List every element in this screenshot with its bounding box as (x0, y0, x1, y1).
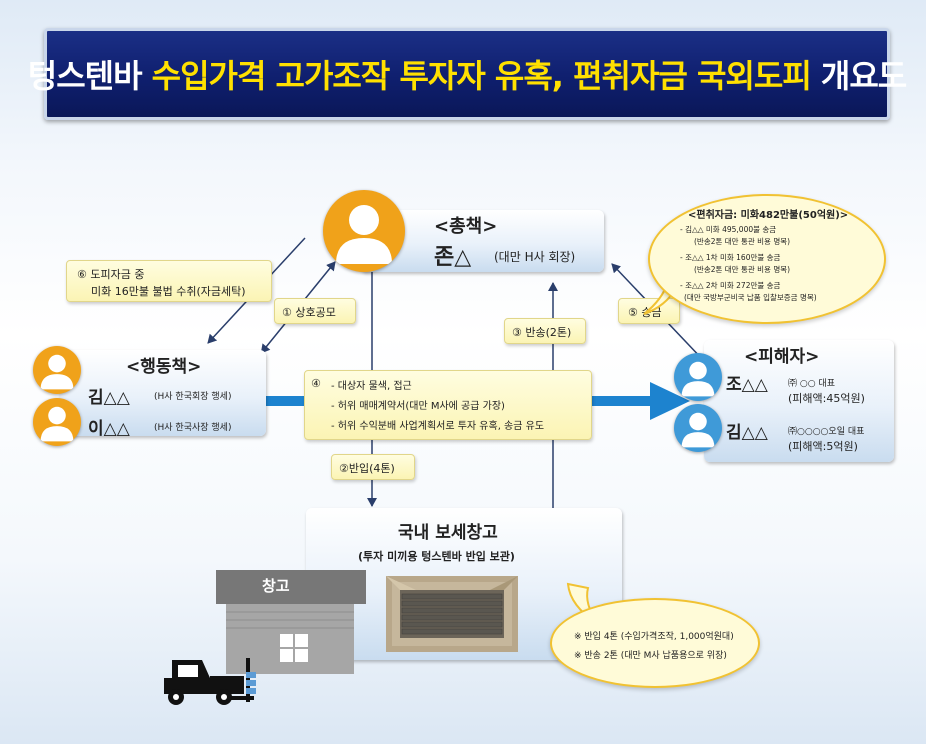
title-banner: 텅스텐바 수입가격 고가조작 투자자 유혹, 편취자금 국외도피 개요도 (28, 28, 907, 120)
victim-1-avatar-icon (674, 353, 722, 401)
funds-line-5: - 조△△ 2차 미화 272만불 송금 (680, 281, 781, 290)
tungsten-bars-photo (386, 576, 518, 652)
victim-1-loss: (피해액:45억원) (788, 392, 865, 405)
warehouse-bubble: ※ 반입 4톤 (수입가격조작, 1,000억원대) ※ 반송 2톤 (대만 M… (550, 598, 760, 688)
operative-1-role: (H사 한국회장 행세) (154, 392, 232, 402)
ringleader-name: 존△ (434, 245, 472, 270)
funds-bubble: <편취자금: 미화482만불(50억원)> - 김△△ 미화 495,000불 … (648, 194, 886, 324)
funds-bubble-title: <편취자금: 미화482만불(50억원)> (688, 210, 849, 221)
funds-line-3: - 조△△ 1차 미화 160만불 송금 (680, 253, 781, 262)
victim-2-avatar-icon (674, 404, 722, 452)
funds-line-4: (반송2톤 대만 통관 비용 명목) (694, 265, 791, 274)
ringleader-role: (대만 H사 회장) (494, 250, 576, 264)
victims-heading: <피해자> (744, 347, 820, 367)
operative-1-avatar-icon (33, 346, 81, 394)
forklift-icon (164, 658, 256, 705)
step3-text: ③ 반송(2톤) (512, 326, 572, 339)
warehouse-note-1: ※ 반입 4톤 (수입가격조작, 1,000억원대) (574, 632, 734, 642)
title-part-3: 편취자금 국외도피 (573, 57, 812, 95)
title-part-2: 수입가격 고가조작 투자자 유혹, (151, 57, 564, 95)
step1-label: ① 상호공모 (274, 298, 356, 324)
operatives-heading: <행동책> (126, 357, 202, 377)
step4-line-3: - 허위 수익분배 사업계획서로 투자 유혹, 송금 유도 (331, 421, 545, 432)
operatives-box: <행동책> 김△△ (H사 한국회장 행세) 이△△ (H사 한국사장 행세) (60, 350, 266, 439)
operative-2-name: 이△△ (88, 419, 130, 439)
victim-2-loss: (피해액:5억원) (788, 440, 858, 453)
title-part-4: 개요도 (820, 57, 907, 95)
ringleader-heading: <총책> (434, 216, 498, 237)
funds-line-6: (대만 국방부군비국 납품 입찰보증금 명목) (684, 293, 817, 302)
warehouse-building-label: 창고 (262, 577, 290, 595)
step6-label: ⑥ 도피자금 중 미화 16만불 불법 수취(자금세탁) (66, 260, 272, 302)
arrow-step4-head (650, 382, 690, 420)
step2-text: ②반입(4톤) (339, 462, 395, 475)
step6-line-1: ⑥ 도피자금 중 (77, 268, 145, 281)
step4-number: ④ (311, 377, 321, 390)
operative-2-role: (H사 한국사장 행세) (154, 423, 232, 433)
step4-line-1: - 대상자 물색, 접근 (331, 381, 412, 392)
victim-1-company: ㈜ ○○ 대표 (788, 379, 835, 389)
victims-box: <피해자> 조△△ ㈜ ○○ 대표 (피해액:45억원) 김△△ ㈜○○○○오일… (704, 340, 894, 462)
ringleader-avatar-icon (323, 190, 405, 272)
warehouse-note-2: ※ 반송 2톤 (대만 M사 납품용으로 위장) (574, 651, 727, 661)
step4-line-2: - 허위 매매계약서(대만 M사에 공급 가장) (331, 401, 505, 412)
step2-label: ②반입(4톤) (331, 454, 415, 480)
step6-line-2: 미화 16만불 불법 수취(자금세탁) (91, 285, 246, 298)
victim-2-name: 김△△ (726, 423, 768, 443)
warehouse-building-icon (216, 570, 366, 674)
step3-label: ③ 반송(2톤) (504, 318, 586, 344)
warehouse-subtitle: (투자 미끼용 텅스텐바 반입 보관) (358, 550, 515, 563)
victim-2-company: ㈜○○○○오일 대표 (788, 427, 865, 437)
funds-line-1: - 김△△ 미화 495,000불 송금 (680, 225, 777, 234)
victim-1-name: 조△△ (726, 375, 768, 395)
funds-line-2: (반송2톤 대만 통관 비용 명목) (694, 237, 791, 246)
operative-2-avatar-icon (33, 398, 81, 446)
warehouse-title: 국내 보세창고 (398, 523, 498, 543)
step4-description: ④ - 대상자 물색, 접근 - 허위 매매계약서(대만 M사에 공급 가장) … (304, 370, 592, 440)
page-title: 텅스텐바 수입가격 고가조작 투자자 유혹, 편취자금 국외도피 개요도 (27, 51, 908, 97)
operative-1-name: 김△△ (88, 388, 130, 408)
title-part-1: 텅스텐바 (27, 57, 143, 95)
step1-text: ① 상호공모 (282, 306, 336, 319)
